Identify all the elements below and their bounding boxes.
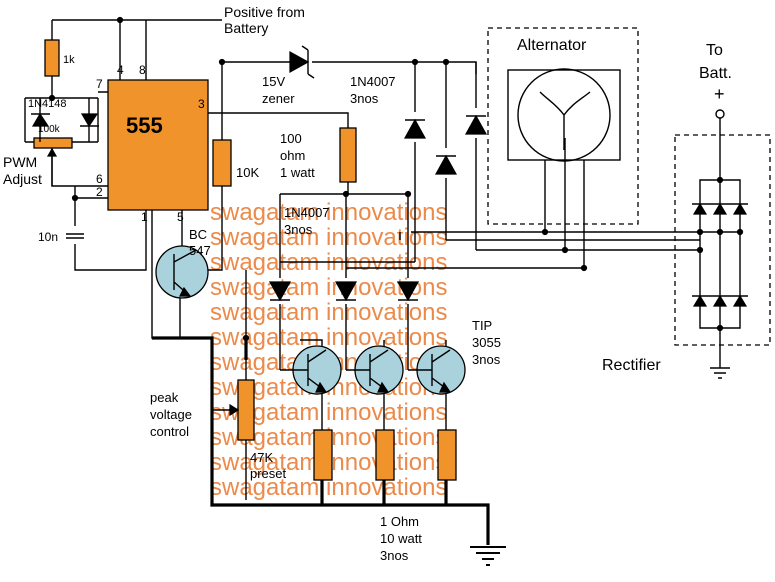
pin-label: 2 <box>96 185 103 199</box>
resistor-1-ohm <box>313 429 333 481</box>
alternator <box>487 27 639 225</box>
tip3055-label: TIP <box>472 318 492 333</box>
alternator-label: Alternator <box>517 37 587 54</box>
resistor-1k <box>44 39 60 77</box>
transistor-tip3055 <box>408 345 466 395</box>
r1k-label: 1k <box>63 54 75 66</box>
ic-555-label: 555 <box>126 113 163 138</box>
zener-label: 15V <box>262 74 285 89</box>
zener-diode <box>289 45 315 79</box>
capacitor-10n <box>66 233 84 239</box>
diodes-top-label: 3nos <box>350 91 379 106</box>
junction-dots <box>48 16 588 342</box>
diode-1n4148-label: 1N4148 <box>28 98 67 110</box>
preset-label: 47K <box>250 450 273 465</box>
to-batt-label: To <box>706 42 723 59</box>
bc547-label: BC <box>189 227 207 242</box>
cap-10n-label: 10n <box>38 230 58 244</box>
pin-label: 5 <box>177 210 184 224</box>
diodes-mid-label: 3nos <box>284 222 313 237</box>
preset-label: preset <box>250 466 287 481</box>
resistor-1-ohm <box>375 429 395 481</box>
diodes-1n4007-mid <box>268 281 420 302</box>
preset-47k <box>237 379 255 441</box>
bc547-label: 547 <box>189 243 211 258</box>
peak-voltage-control-label: control <box>150 424 189 439</box>
positive-from-battery-label: Battery <box>224 20 268 36</box>
diodes-top-label: 1N4007 <box>350 74 396 89</box>
resistor-10k <box>212 139 232 187</box>
tip3055-label: 3055 <box>472 335 501 350</box>
diodes-1n4007-top <box>403 114 488 175</box>
watermark-line: swagatam innovations <box>210 224 447 251</box>
peak-voltage-control-label: voltage <box>150 407 192 422</box>
rectifier-label: Rectifier <box>602 357 661 374</box>
ic-555 <box>107 79 209 211</box>
pin-label: 7 <box>96 77 103 91</box>
battery-terminal <box>715 109 725 119</box>
pin-label: 8 <box>139 63 146 77</box>
plus-label: + <box>714 84 725 104</box>
ground-symbol <box>710 367 730 379</box>
resistor-1-ohm <box>437 429 457 481</box>
r100-label: 100 <box>280 131 302 146</box>
rectifier <box>674 134 771 346</box>
resistor-100-ohm <box>339 127 357 183</box>
transistor-tip3055 <box>346 345 404 395</box>
r1ohm-label: 1 Ohm <box>380 514 419 529</box>
ground-symbol <box>470 546 506 566</box>
r1ohm-label: 10 watt <box>380 531 422 546</box>
zener-label: zener <box>262 91 295 106</box>
pot-100k-label: 100k <box>38 124 61 135</box>
to-batt-label: Batt. <box>699 65 732 82</box>
pwm-adjust-label: Adjust <box>3 171 42 187</box>
r100-label: ohm <box>280 148 305 163</box>
pin-label: 1 <box>141 210 148 224</box>
transistor-tip3055 <box>280 345 342 395</box>
pwm-potentiometer <box>33 137 73 149</box>
pin-label: 6 <box>96 172 103 186</box>
r10k-label: 10K <box>236 165 259 180</box>
pwm-adjust-label: PWM <box>3 154 37 170</box>
positive-from-battery-label: Positive from <box>224 4 305 20</box>
pin-label: 4 <box>117 63 124 77</box>
peak-voltage-control-label: peak <box>150 390 179 405</box>
pin-label: 3 <box>198 97 205 111</box>
tip3055-label: 3nos <box>472 352 501 367</box>
diode-1n4148 <box>31 98 99 142</box>
diodes-mid-label: 1N4007 <box>284 205 330 220</box>
ground-bus <box>152 336 490 545</box>
transistor-bc547 <box>155 245 209 299</box>
r1ohm-label: 3nos <box>380 548 409 563</box>
r100-label: 1 watt <box>280 165 315 180</box>
